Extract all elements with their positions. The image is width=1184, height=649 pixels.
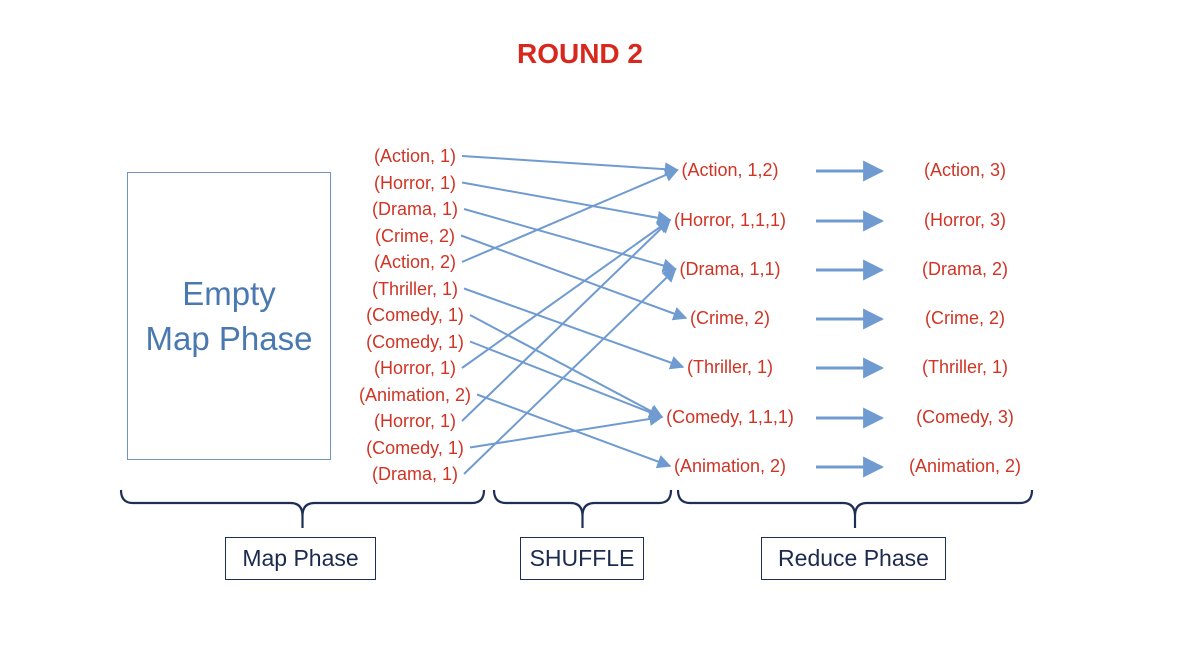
shuffle-group-pair: (Horror, 1,1,1) <box>673 210 787 230</box>
diagram-title: ROUND 2 <box>516 38 643 69</box>
shuffle-arrow <box>463 268 677 475</box>
map-output-pair: (Thriller, 1) <box>371 278 459 299</box>
shuffle-arrow <box>469 314 664 418</box>
map-output-pair: (Action, 1) <box>373 146 457 166</box>
shuffle-arrow <box>460 234 688 321</box>
shuffle-arrow <box>461 181 672 225</box>
empty-map-phase-label: Empty Map Phase <box>145 275 313 357</box>
shuffle-arrow <box>463 287 685 370</box>
shuffle-arrow <box>461 155 679 177</box>
map-output-pair: (Animation, 2) <box>358 384 472 405</box>
map-output-pair: (Comedy, 1) <box>366 331 464 352</box>
shuffle-brace <box>492 489 673 528</box>
reduce-output-pair: (Action, 3) <box>923 160 1007 180</box>
shuffle-group-pair: (Crime, 2) <box>690 308 770 328</box>
empty-map-phase-box: Empty Map Phase <box>127 172 331 460</box>
shuffle-arrow <box>469 412 664 449</box>
reduce-output-pair: (Horror, 3) <box>923 210 1007 230</box>
shuffle-arrow <box>461 219 672 422</box>
map-output-pair: (Comedy, 1) <box>366 305 464 325</box>
reduce-output-pair: (Comedy, 3) <box>916 407 1014 427</box>
shuffle-arrow <box>469 340 664 419</box>
reduce-output-pair: (Thriller, 1) <box>921 357 1009 377</box>
shuffle-group-pair: (Comedy, 1,1,1) <box>666 407 794 427</box>
map-output-pair: (Drama, 1) <box>371 199 459 219</box>
map-output-pair: (Horror, 1) <box>373 172 457 193</box>
reduce-phase-label: Reduce Phase <box>761 537 946 580</box>
map-output-pair: (Action, 2) <box>373 252 457 272</box>
shuffle-group-pair: (Animation, 2) <box>673 456 787 476</box>
shuffle-arrow <box>461 168 679 263</box>
shuffle-arrow <box>461 219 672 369</box>
shuffle-group-pair: (Drama, 1,1) <box>679 259 781 279</box>
map-phase-label: Map Phase <box>225 537 376 580</box>
map-output-pair: (Drama, 1) <box>371 464 459 484</box>
map-output-pair: (Crime, 2) <box>375 225 455 246</box>
map-output-pair: (Horror, 1) <box>373 411 457 431</box>
map-output-pair: (Horror, 1) <box>373 358 457 378</box>
shuffle-group-pair: (Action, 1,2) <box>681 160 779 180</box>
shuffle-group-pair: (Thriller, 1) <box>686 357 774 377</box>
shuffle-arrow <box>463 208 677 273</box>
reduce-output-pair: (Drama, 2) <box>921 259 1009 279</box>
reduce-output-pair: (Crime, 2) <box>925 308 1005 328</box>
map-phase-brace <box>119 489 486 528</box>
reduce-phase-brace <box>676 489 1034 528</box>
map-output-pair: (Comedy, 1) <box>366 437 464 458</box>
reduce-output-pair: (Animation, 2) <box>908 456 1022 476</box>
shuffle-label: SHUFFLE <box>520 537 644 580</box>
